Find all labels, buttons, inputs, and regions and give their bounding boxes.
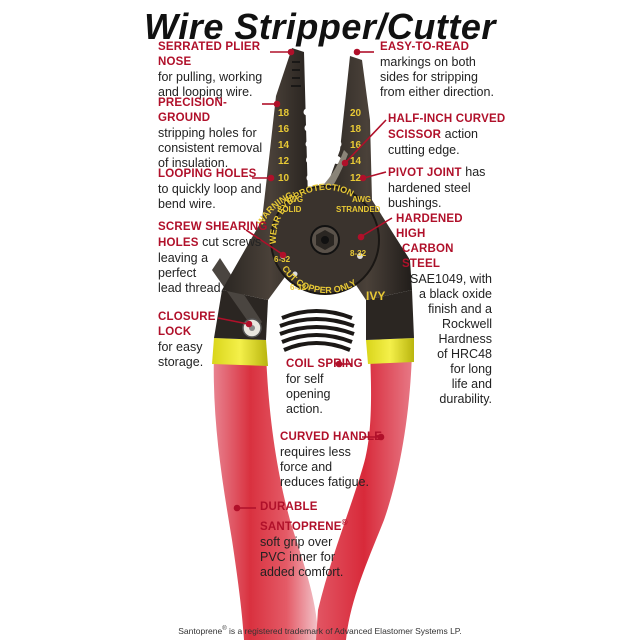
annotation-looping-holes: LOOPING HOLES to quickly loop and bend w…	[158, 167, 278, 212]
annotation-heading: HALF-INCH CURVED	[388, 113, 506, 125]
annotation-coil-spring: COIL SPRING for self opening action.	[286, 357, 366, 417]
left-handle-grip	[213, 352, 318, 640]
annotation-heading: PIVOT JOINT	[388, 167, 462, 179]
right-yellow-band	[366, 338, 414, 364]
annotation-serrated-plier-nose: SERRATED PLIER NOSE for pulling, working…	[158, 40, 288, 100]
annotation-curved-handle: CURVED HANDLE requires less force and re…	[280, 430, 390, 490]
annotation-heading: DURABLE	[260, 501, 318, 513]
annotation-half-inch-curved-scissor: HALF-INCH CURVED SCISSOR action cutting …	[388, 112, 508, 158]
brand-logo: IVY	[366, 289, 385, 303]
screw-label-right: 8-32	[350, 249, 367, 258]
annotation-pivot-joint: PIVOT JOINT has hardened steel bushings.	[388, 165, 486, 210]
awg-right-2: 16	[350, 140, 362, 151]
screw-hole-right	[357, 253, 363, 259]
left-yellow-band	[212, 338, 268, 366]
annotation-heading: SERRATED PLIER NOSE	[158, 41, 261, 68]
annotation-heading: COIL SPRING	[286, 358, 363, 370]
trademark-footer: Santoprene® is a registered trademark of…	[178, 626, 462, 636]
closure-lock	[212, 258, 262, 330]
coil-spring	[279, 309, 355, 352]
annotation-heading: HARDENED HIGH	[396, 213, 463, 240]
annotation-heading: LOOPING HOLES	[158, 168, 257, 180]
awg-left-3: 12	[278, 156, 290, 167]
awg-left-2: 14	[278, 140, 290, 151]
awg-left-0: 18	[278, 108, 290, 119]
awg-left-4: 10	[278, 173, 290, 184]
annotation-screw-shearing-holes: SCREW SHEARING HOLES cut screws leaving …	[158, 221, 268, 295]
awg-solid-label: SOLID	[277, 205, 302, 214]
annotation-heading: PRECISION-GROUND	[158, 97, 228, 124]
right-handle-grip	[316, 352, 412, 640]
screw-label-bottom: 6-32	[290, 283, 307, 292]
screw-label-left: 6-32	[274, 255, 291, 264]
annotation-precision-ground: PRECISION-GROUND stripping holes for con…	[158, 96, 278, 171]
awg-right-3: 14	[350, 156, 362, 167]
annotation-heading: CLOSURE	[158, 311, 216, 323]
awg-right-1: 18	[350, 124, 362, 135]
annotation-heading: SCREW SHEARING	[158, 221, 268, 233]
awg-stranded-label: STRANDED	[336, 205, 381, 214]
annotation-closure-lock: CLOSURE LOCK for easy storage.	[158, 310, 218, 370]
awg-left-1: 16	[278, 124, 290, 135]
awg-right-0: 20	[350, 108, 362, 119]
annotation-easy-to-read: EASY-TO-READ markings on both sides for …	[380, 40, 520, 100]
page-title: Wire Stripper/Cutter	[144, 6, 496, 47]
screw-hole-bottom	[292, 271, 298, 277]
awg-left-label: AWG	[284, 195, 303, 204]
annotation-durable-santoprene: DURABLE SANTOPRENE® soft grip over PVC i…	[260, 500, 370, 580]
annotation-hardened-high-carbon-steel: HARDENED HIGH CARBON STEEL SAE1049, with…	[396, 213, 492, 406]
awg-right-4: 12	[350, 173, 362, 184]
awg-right-label: AWG	[352, 195, 371, 204]
annotation-heading: EASY-TO-READ	[380, 41, 470, 53]
annotation-heading: CURVED HANDLE	[280, 431, 383, 443]
